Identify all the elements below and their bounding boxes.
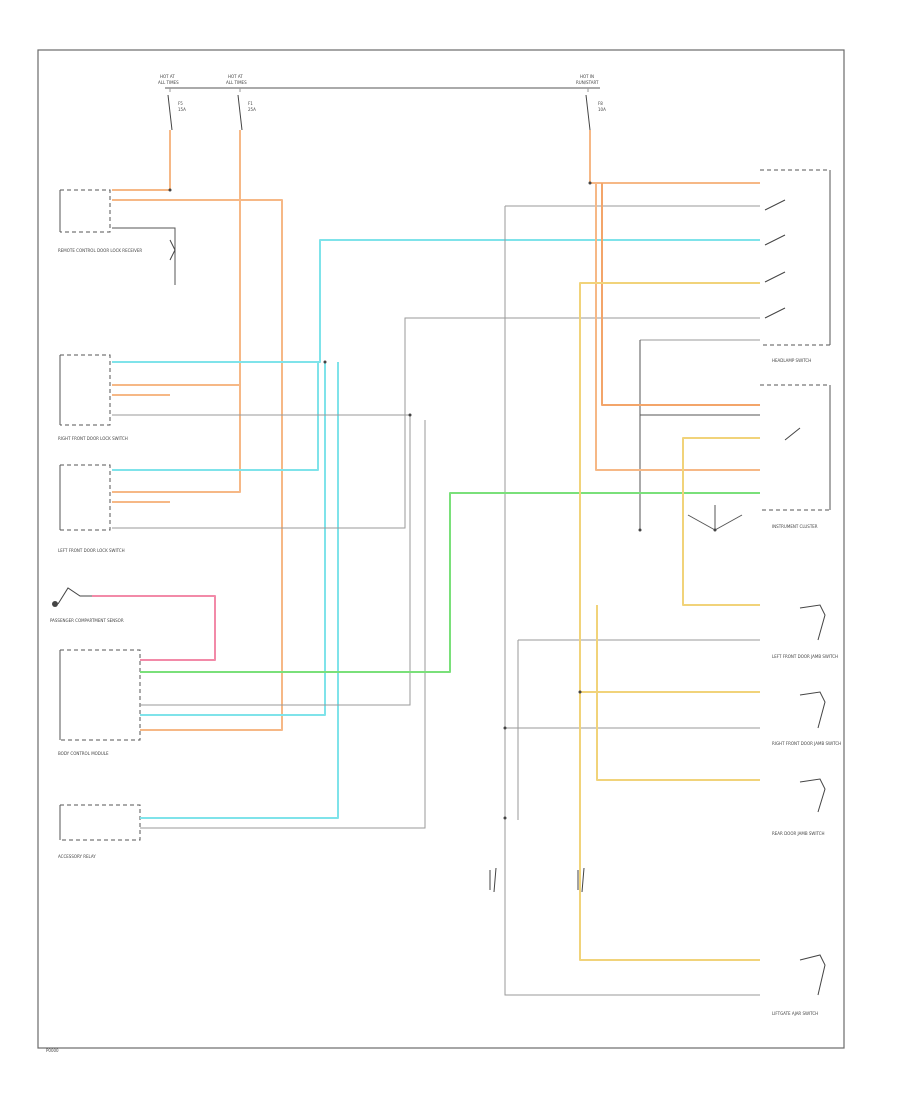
receiver-ground [112, 227, 176, 285]
receiver-label: REMOTE CONTROL DOOR LOCK RECEIVER [58, 248, 142, 253]
wire-ltblu-1 [112, 239, 760, 363]
headlamp-switch-label: HEADLAMP SWITCH [772, 358, 811, 363]
fuse-3-rating: 10A [598, 107, 606, 112]
splice-dots [168, 181, 592, 820]
lf-jamb-switch: LEFT FRONT DOOR JAMB SWITCH [772, 604, 838, 659]
ground-fan [638, 505, 743, 532]
rf-jamb-switch: RIGHT FRONT DOOR JAMB SWITCH [772, 691, 841, 746]
wire-orn-3 [112, 130, 241, 386]
power-bus [165, 87, 600, 131]
fuse-3-id: F8 [598, 101, 603, 106]
rf-lock-switch: RIGHT FRONT DOOR LOCK SWITCH [58, 354, 128, 441]
sensor-component: PASSENGER COMPARTMENT SENSOR [50, 587, 124, 623]
rf-jamb-switch-label: RIGHT FRONT DOOR JAMB SWITCH [772, 741, 841, 746]
accessory-relay: ACCESSORY RELAY [58, 804, 141, 859]
fuse-1-id: F5 [178, 101, 183, 106]
instrument-cluster-label: INSTRUMENT CLUSTER [772, 524, 818, 529]
lf-lock-switch-label: LEFT FRONT DOOR LOCK SWITCH [58, 548, 125, 553]
bcm-label: BODY CONTROL MODULE [58, 751, 109, 756]
receiver-module: REMOTE CONTROL DOOR LOCK RECEIVER [58, 189, 142, 253]
wire-yel-1 [579, 282, 760, 961]
wire-orn-2 [112, 199, 283, 731]
rear-jamb-switch-label: REAR DOOR JAMB SWITCH [772, 831, 825, 836]
wire-orn-9 [595, 183, 760, 471]
wire-orn-8 [601, 183, 760, 406]
wire-ltblu-3 [140, 362, 326, 716]
wire-gry-1 [112, 414, 411, 706]
fuse-3-label-bottom: RUN/START [576, 80, 599, 85]
fuse-2-label-top: HOT AT [228, 74, 243, 79]
wire-ltblu-2 [112, 362, 319, 471]
sensor-label: PASSENGER COMPARTMENT SENSOR [50, 618, 124, 623]
instrument-cluster: INSTRUMENT CLUSTER [760, 384, 831, 529]
wire-gry-5 [504, 206, 760, 996]
wire-orn-7 [589, 130, 760, 184]
accessory-relay-label: ACCESSORY RELAY [58, 854, 96, 859]
lf-lock-switch: LEFT FRONT DOOR LOCK SWITCH [58, 464, 125, 553]
wire-ltgrn-1 [140, 492, 760, 673]
fuse-2-rating: 25A [248, 107, 256, 112]
liftgate-switch-label: LIFTGATE AJAR SWITCH [772, 1011, 818, 1016]
figure-id: P0000 [46, 1048, 59, 1053]
wire-yel-3 [596, 605, 760, 781]
wire-ltblu-4 [140, 362, 339, 819]
wire-orn-4 [112, 385, 241, 493]
wire-orn-1 [112, 130, 171, 191]
wire-yel-2 [682, 437, 760, 606]
middle-switches [489, 867, 585, 893]
headlamp-switch: HEADLAMP SWITCH [760, 169, 831, 363]
bcm-module: BODY CONTROL MODULE [58, 649, 141, 756]
fuse-2-label-bottom: ALL TIMES [226, 80, 247, 85]
fuse-1-rating: 15A [178, 107, 186, 112]
fuse-labels: HOT AT ALL TIMES F5 15A HOT AT ALL TIMES… [158, 74, 606, 112]
fuse-1-label-bottom: ALL TIMES [158, 80, 179, 85]
wire-gry-3 [140, 420, 426, 829]
fuse-3-label-top: HOT IN [580, 74, 594, 79]
rf-lock-switch-label: RIGHT FRONT DOOR LOCK SWITCH [58, 436, 128, 441]
liftgate-switch: LIFTGATE AJAR SWITCH [772, 954, 826, 1016]
fuse-1-label-top: HOT AT [160, 74, 175, 79]
wire-gry-2 [112, 317, 760, 529]
fuse-2-id: F1 [248, 101, 253, 106]
rear-jamb-switch: REAR DOOR JAMB SWITCH [772, 778, 826, 836]
diagram-frame [37, 49, 845, 1049]
wire-pnk-1 [92, 595, 216, 661]
lf-jamb-switch-label: LEFT FRONT DOOR JAMB SWITCH [772, 654, 838, 659]
